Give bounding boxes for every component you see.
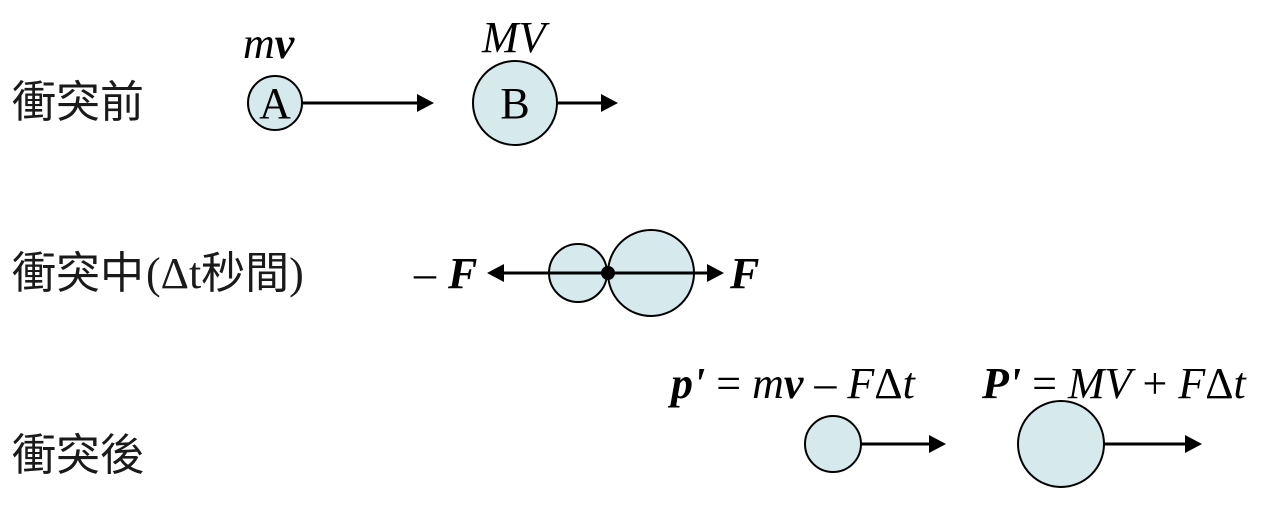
- eq-a-v: v: [784, 359, 804, 408]
- stage-label-before: 衝突前: [12, 77, 144, 128]
- eq-a-delta: Δ: [874, 359, 902, 408]
- eq-b-t: t: [1234, 359, 1248, 408]
- arrow-head-b-after: [1185, 435, 1202, 453]
- eq-b-p: P: [981, 359, 1010, 408]
- momentum-label-a-before: mv: [243, 19, 295, 68]
- eq-b-equals: =: [1021, 359, 1068, 408]
- arrow-head-a-before: [417, 94, 434, 112]
- eq-a-prime: ': [693, 359, 705, 408]
- eq-a-equals: =: [705, 359, 752, 408]
- eq-a-f: F: [846, 359, 875, 408]
- eq-a-minus: –: [803, 359, 847, 408]
- ball-b-after: [1017, 400, 1105, 488]
- eq-b-prime: ': [1009, 359, 1021, 408]
- arrow-head-a-after: [929, 435, 946, 453]
- eq-b-plus: +: [1131, 359, 1178, 408]
- ball-b-label: B: [500, 79, 529, 128]
- contact-point: [601, 266, 615, 280]
- equation-a-after: p' = mv – FΔt: [667, 359, 917, 408]
- eq-a-p: p: [667, 359, 693, 408]
- ball-a-after: [804, 415, 862, 473]
- momentum-label-b-before: MV: [481, 13, 551, 62]
- stage-label-during: 衝突中(Δt秒間): [12, 248, 304, 299]
- stage-label-during-duration: (Δt秒間): [146, 249, 304, 298]
- eq-b-mv: MV: [1067, 359, 1137, 408]
- ball-a-label: A: [259, 79, 291, 128]
- eq-b-delta: Δ: [1205, 359, 1233, 408]
- velocity-v: v: [275, 19, 295, 68]
- force-label-right: F: [729, 249, 759, 298]
- force-minus-sign: –: [413, 249, 437, 298]
- mass-m: m: [243, 19, 275, 68]
- eq-a-m: m: [752, 359, 784, 408]
- force-arrow-head-left: [487, 264, 504, 282]
- force-label-left: F: [447, 249, 477, 298]
- equation-b-after: P' = MV + FΔt: [981, 359, 1248, 408]
- force-arrow-head-right: [707, 264, 724, 282]
- eq-a-t: t: [903, 359, 917, 408]
- stage-label-during-main: 衝突中: [12, 248, 144, 299]
- eq-b-f: F: [1177, 359, 1206, 408]
- arrow-head-b-before: [601, 94, 618, 112]
- stage-label-after: 衝突後: [12, 430, 144, 481]
